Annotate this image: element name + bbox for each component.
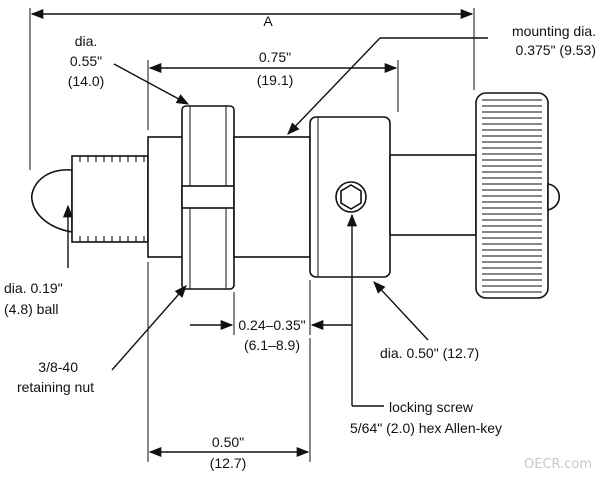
end-cap (547, 183, 561, 212)
label-nut-line1: 3/8-40 (38, 359, 78, 375)
leader-lines (62, 37, 488, 407)
label-nut-dia-line3: (14.0) (68, 73, 105, 89)
label-screw-line2: 5/64" (2.0) hex Allen-key (350, 420, 502, 436)
threaded-shaft (71, 155, 149, 243)
label-thread-length-line1: 0.50" (212, 434, 244, 450)
label-gap-line1: 0.24–0.35" (238, 317, 305, 333)
label-mounting-dia-line2: 0.375" (9.53) (516, 42, 596, 58)
body (233, 136, 311, 258)
labels: A mounting dia. 0.375" (9.53) dia. 0.55"… (4, 13, 596, 472)
thread-hatching (79, 156, 145, 242)
label-mounting-dia-line1: mounting dia. (512, 23, 596, 39)
label-nut-dia-line1: dia. (75, 33, 98, 49)
label-overall-length: A (263, 13, 273, 29)
watermark: OECR.com (524, 457, 592, 472)
ball-tip (30, 169, 73, 233)
label-ball-line1: dia. 0.19" (4, 280, 63, 296)
threaded-barrel (147, 136, 185, 258)
label-ball-line2: (4.8) ball (4, 301, 58, 317)
label-nut-dia-line2: 0.55" (70, 53, 102, 69)
label-nut-line2: retaining nut (17, 379, 94, 395)
knurling (482, 99, 542, 293)
dimension-lines (29, 8, 475, 462)
label-body-length-line2: (19.1) (257, 72, 294, 88)
part-outline (30, 92, 561, 299)
label-thread-length-line2: (12.7) (210, 455, 247, 471)
label-collar-dia: dia. 0.50" (12.7) (380, 345, 479, 361)
label-screw-line1: locking screw (389, 399, 474, 415)
label-gap-line2: (6.1–8.9) (244, 337, 300, 353)
locking-screw (335, 181, 367, 213)
label-body-length-line1: 0.75" (259, 49, 291, 65)
right-shaft (389, 154, 477, 236)
